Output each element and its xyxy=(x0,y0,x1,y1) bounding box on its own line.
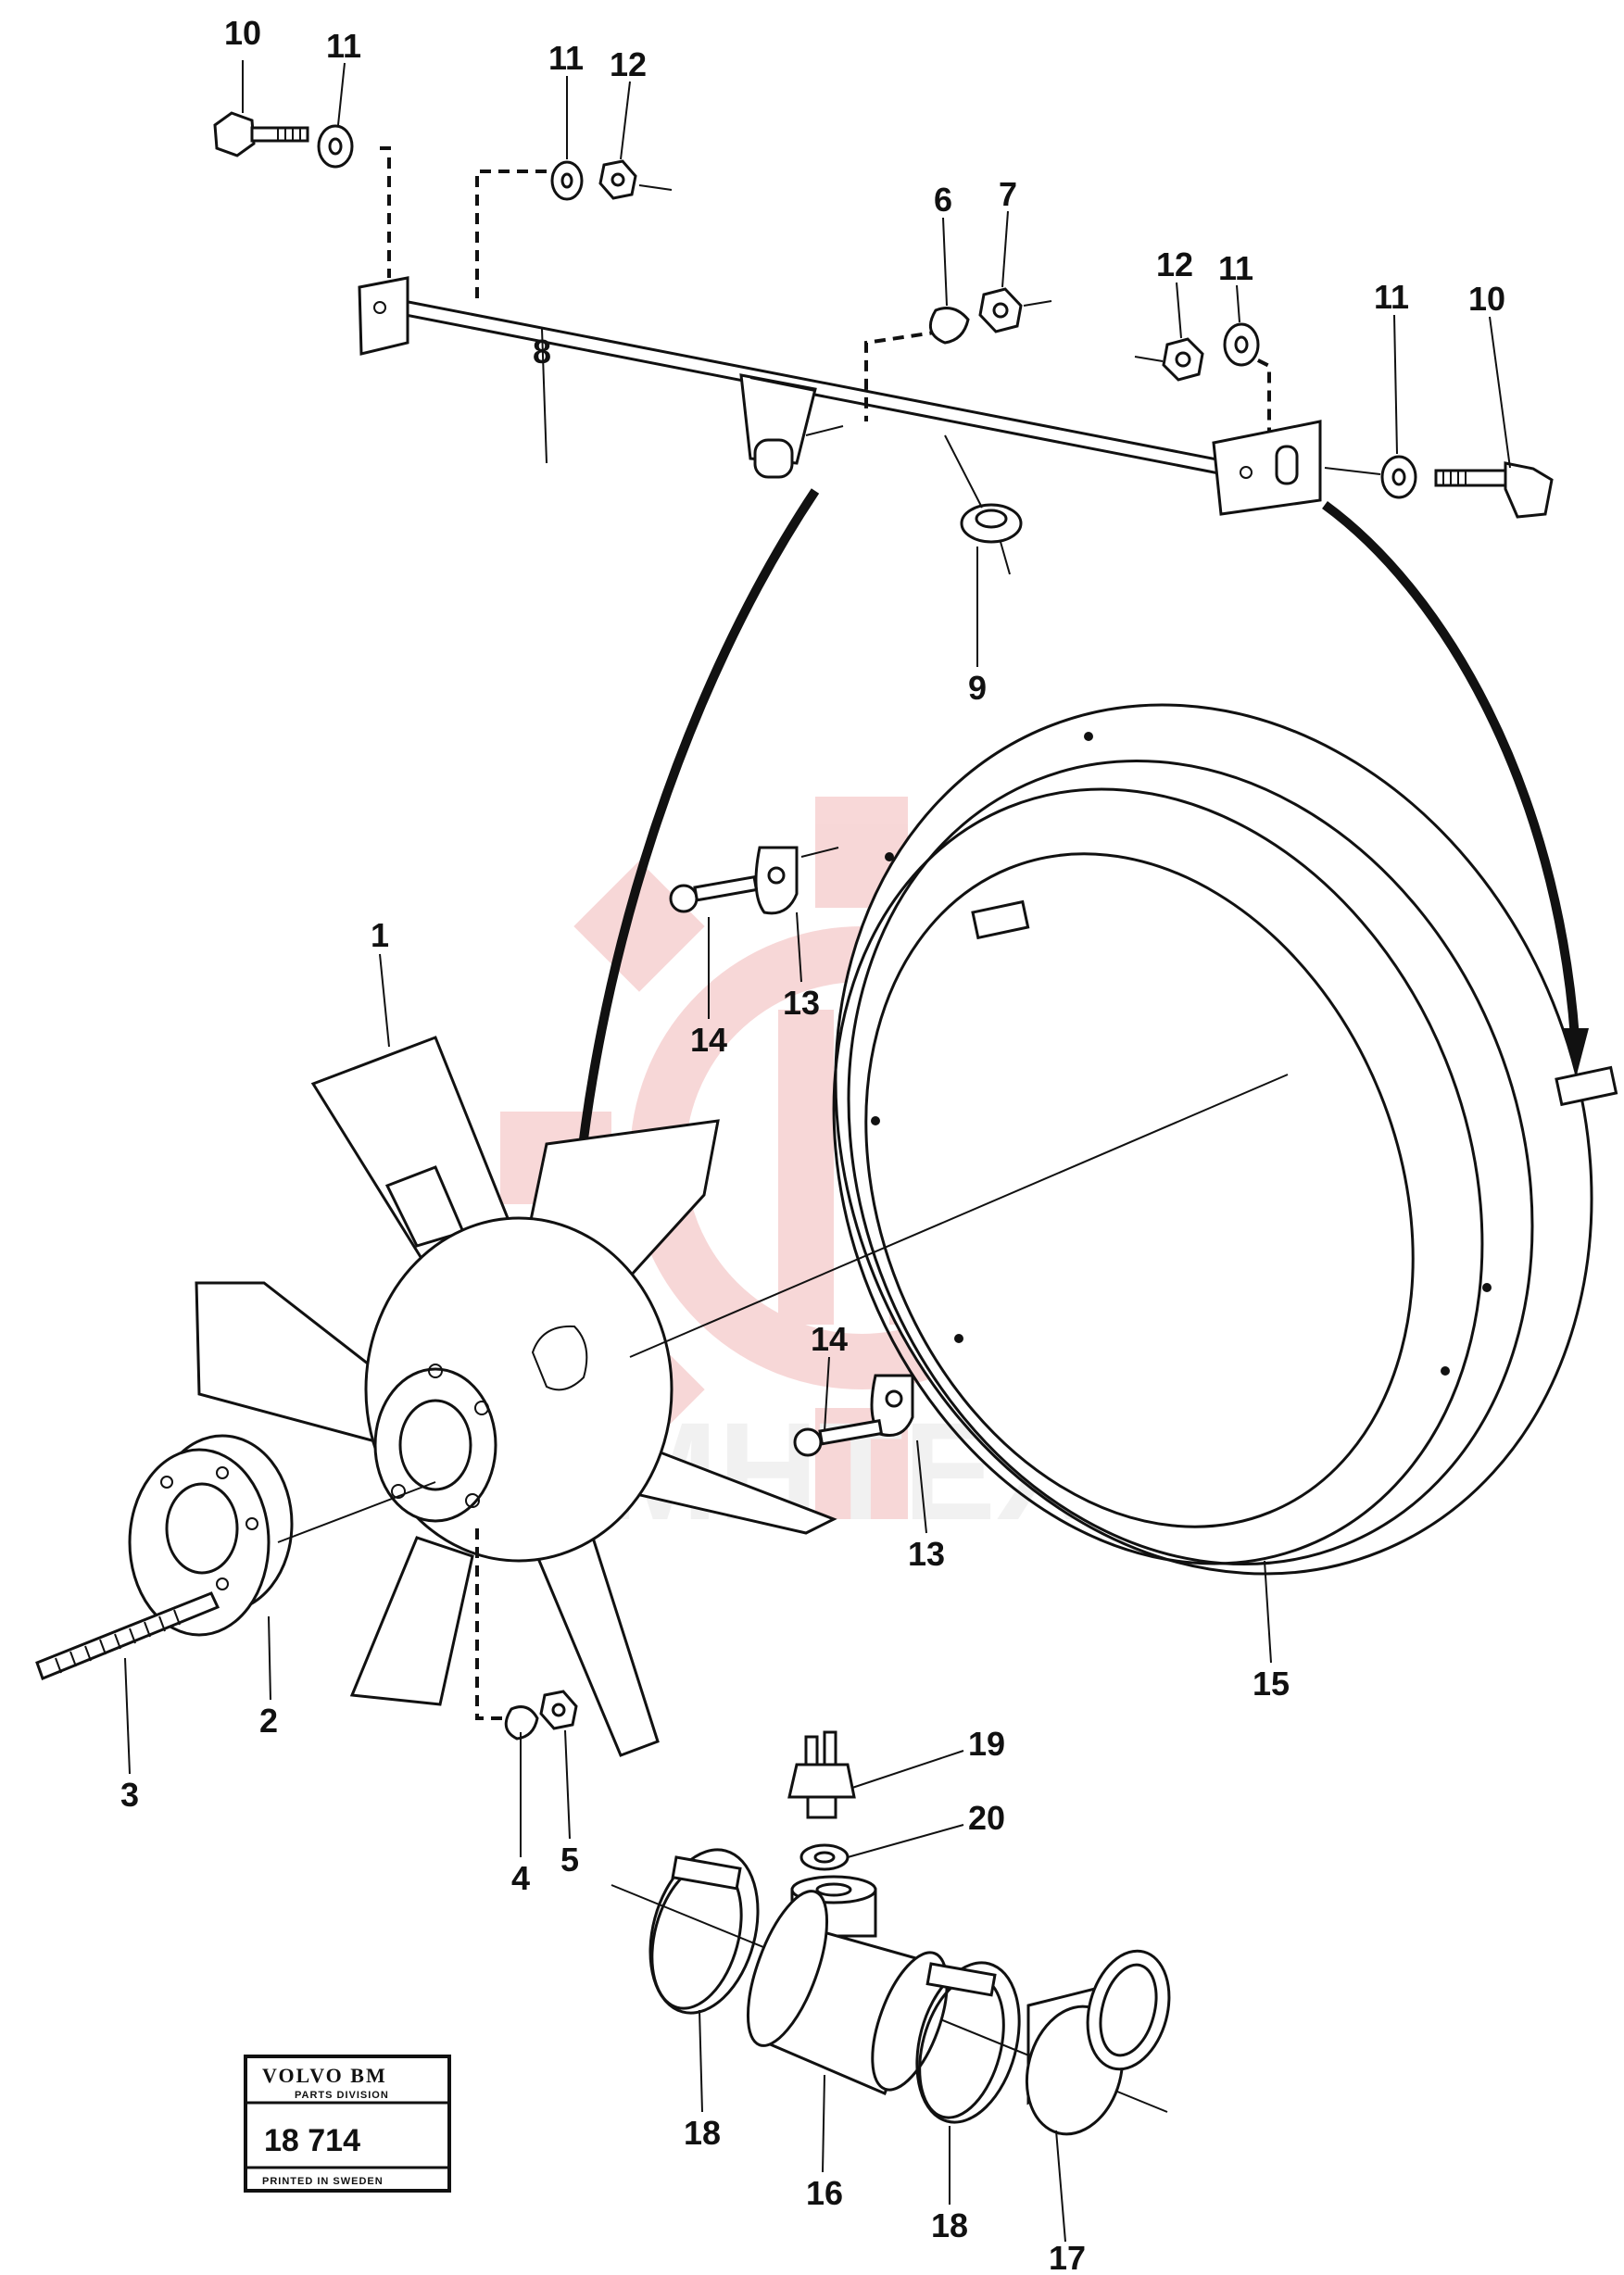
callout-17: 17 xyxy=(1049,2239,1086,2275)
grommet-9 xyxy=(944,434,1023,575)
stamp-number: 18 714 xyxy=(264,2123,360,2158)
spacer-2 xyxy=(128,1434,436,1637)
clip-13-bottom xyxy=(870,1374,914,1437)
screw-14-top xyxy=(669,874,759,913)
callout-18-right: 18 xyxy=(931,2206,968,2244)
dash-fan-bottom xyxy=(475,1528,505,1720)
callout-10-right: 10 xyxy=(1468,280,1505,318)
washer-6 xyxy=(928,307,970,345)
callout-20: 20 xyxy=(968,1799,1005,1837)
arrow-right xyxy=(1322,500,1580,1038)
callout-11-top-mid: 11 xyxy=(548,39,584,77)
callout-4: 4 xyxy=(511,1859,530,1897)
dash-left-nut xyxy=(475,170,547,301)
callout-15: 15 xyxy=(1253,1665,1290,1703)
nut-12-top-mid xyxy=(598,159,673,200)
washer-11-left xyxy=(317,124,354,169)
washer-11-right-b xyxy=(1324,455,1417,499)
callout-13-top: 13 xyxy=(783,984,820,1022)
hose-clamp-18-left xyxy=(648,1848,760,2015)
callout-8: 8 xyxy=(533,333,551,371)
callout-18-left: 18 xyxy=(684,2114,721,2152)
callout-3: 3 xyxy=(120,1776,139,1814)
callout-19: 19 xyxy=(968,1725,1005,1763)
callout-13-bottom: 13 xyxy=(908,1535,945,1573)
stamp-brand: VOLVO BM xyxy=(262,2064,387,2087)
washer-4 xyxy=(504,1705,539,1741)
bolt-10-left xyxy=(213,111,309,157)
nut-7 xyxy=(978,287,1052,333)
leader-lines xyxy=(124,60,1511,2243)
fan xyxy=(195,1036,1289,1757)
callout-14-top: 14 xyxy=(690,1021,727,1059)
callout-16: 16 xyxy=(806,2174,843,2212)
callout-12-top-mid: 12 xyxy=(610,45,647,83)
callout-5: 5 xyxy=(560,1841,579,1879)
bolt-10-right xyxy=(1434,461,1554,519)
stamp-division: PARTS DIVISION xyxy=(295,2090,389,2101)
nut-5 xyxy=(539,1690,578,1730)
washer-11-right-a xyxy=(1223,322,1260,367)
stamp-printed: PRINTED IN SWEDEN xyxy=(262,2176,384,2187)
parts-stamp: VOLVO BM PARTS DIVISION 18 714 PRINTED I… xyxy=(244,2055,451,2193)
sensor-19 xyxy=(787,1730,856,1819)
clip-13-top xyxy=(754,846,839,915)
cross-bar xyxy=(358,276,1322,516)
callout-11-top-left: 11 xyxy=(326,27,361,65)
nut-12-right xyxy=(1134,337,1204,382)
callout-11-right-b: 11 xyxy=(1374,278,1409,316)
callout-2: 2 xyxy=(259,1702,278,1740)
callout-6: 6 xyxy=(934,181,952,219)
t-piece-16 xyxy=(746,1875,949,2095)
callout-9: 9 xyxy=(968,669,987,707)
callout-10-top-left: 10 xyxy=(224,14,261,52)
fan-shroud-ring xyxy=(832,703,1618,1576)
stud-3 xyxy=(35,1591,220,1680)
callout-7: 7 xyxy=(999,175,1017,213)
hose-17 xyxy=(1025,1949,1171,2136)
callout-12-right: 12 xyxy=(1156,245,1193,283)
hose-clamp-18-right xyxy=(915,1961,1021,2124)
washer-20 xyxy=(799,1843,850,1871)
callout-labels: 10 11 11 12 6 7 12 11 11 10 8 9 1 14 13 … xyxy=(120,14,1505,2275)
callout-11-right-a: 11 xyxy=(1218,249,1253,287)
dash-center xyxy=(864,327,960,421)
washer-11-top-mid xyxy=(550,160,584,201)
dash-left-bolt xyxy=(380,146,391,278)
arrow-left xyxy=(570,488,820,1233)
callout-14-bottom: 14 xyxy=(811,1320,848,1358)
callout-1: 1 xyxy=(371,916,389,954)
screw-14-bottom xyxy=(793,1418,884,1457)
